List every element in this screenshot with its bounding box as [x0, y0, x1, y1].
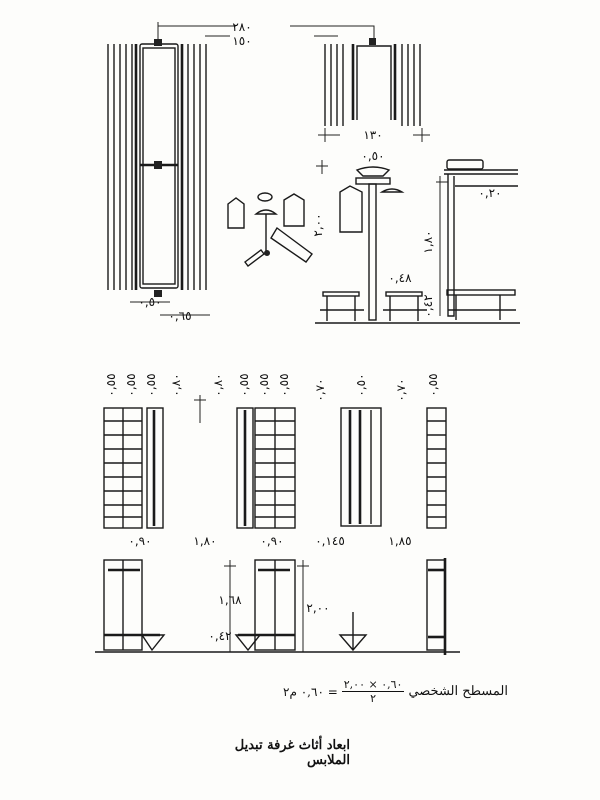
bench-and-shelf-section [315, 159, 520, 324]
elevation-lockers [103, 407, 447, 529]
door-height-label: ١,٦٨ [218, 593, 242, 607]
total-width-label: ٢٨٠ [232, 20, 251, 34]
formula-result: = ٠,٦٠ م٢ [283, 684, 338, 699]
elevation-section [95, 558, 460, 655]
bench-height-label: ٠,٤٢ [421, 294, 435, 317]
seat-depth-label: ٠,٥٠ [138, 295, 161, 309]
locker-depth-label: ٠,٦٥ [168, 309, 191, 323]
top-dim: ٠,٥٥ [426, 373, 440, 396]
top-dim: ٠,٥٥ [237, 373, 251, 396]
top-dim: ٠,٥٠ [354, 373, 368, 396]
elevation-top-dimensions: ٠,٥٥ ٠,٥٥ ٠,٥٥ ٠,٨٠ ٠,٨٠ ٠,٥٥ ٠,٥٥ ٠,٥٥ … [104, 373, 440, 423]
coat-stand [316, 160, 405, 321]
hook-height-label: ١,٨٠ [421, 230, 435, 253]
top-dim: ٠,٨٠ [211, 373, 225, 396]
plan-dimension-lines [130, 22, 430, 316]
formula-fraction: ٠,٦٠ × ٢,٠٠ ٢ [341, 678, 405, 705]
top-dim: ٠,٥٥ [104, 373, 118, 396]
hook-reach-label: ٢,٠٠ [311, 213, 325, 236]
top-dim: ٠,٥٥ [124, 373, 138, 396]
top-dim: ٠,٥٥ [257, 373, 271, 396]
diagram-title: ابعاد أثاث غرفة تبديل الملابس [234, 738, 350, 768]
top-dim: ٠,٧٠ [394, 378, 408, 401]
locker-b-label: ٠,٩٠ [260, 534, 283, 548]
clothes-hanger-icon [227, 192, 313, 267]
aisle-width-label: ١٥٠ [232, 34, 251, 48]
locker-a-label: ٠,٩٠ [128, 534, 151, 548]
aisle-a-label: ١,٨٠ [193, 534, 216, 548]
top-dim: ٠,٥٥ [277, 373, 291, 396]
formula: المسطح الشخصي ٠,٦٠ × ٢,٠٠ ٢ = ٠,٦٠ م٢ [258, 678, 508, 705]
top-dim: ٠,٨٠ [169, 373, 183, 396]
narrow-aisle-label: ١٣٠ [363, 128, 382, 142]
top-dim: ٠,٧٠ [313, 378, 327, 401]
plan-locker-block-left [107, 39, 207, 297]
formula-numerator: ٠,٦٠ × ٢,٠٠ [341, 678, 405, 692]
shelf-depth-label: ٠,٢٠ [478, 186, 501, 200]
elevation-bench-height-label: ٠,٤٢ [208, 629, 231, 643]
aisle-b-label: ١,٨٥ [388, 534, 411, 548]
bench-gap-label: ٠,١٤٥ [315, 534, 345, 548]
formula-denominator: ٢ [370, 692, 377, 705]
total-height-label: ٢,٠٠ [306, 601, 329, 615]
bench-width-label: ٠,٤٨ [388, 271, 412, 285]
top-dim: ٠,٥٥ [144, 373, 158, 396]
plan-locker-block-right [324, 38, 421, 126]
stand-top-label: ٠,٥٠ [361, 149, 384, 163]
formula-label: المسطح الشخصي [408, 684, 508, 699]
